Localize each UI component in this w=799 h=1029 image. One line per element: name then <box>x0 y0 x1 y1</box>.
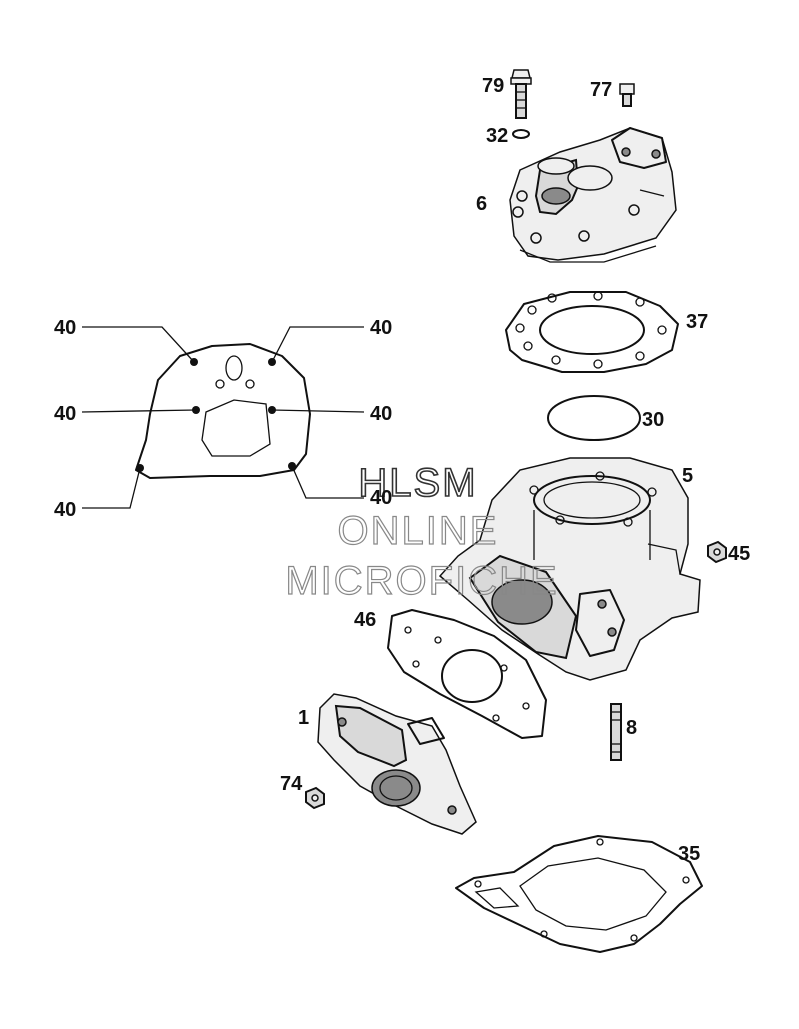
cylinder-5 <box>438 457 701 681</box>
gasket-46 <box>387 609 547 739</box>
callout-45: 45 <box>728 543 750 565</box>
bolt-79 <box>510 69 532 119</box>
nut-74 <box>305 786 325 810</box>
washer-32 <box>512 129 530 139</box>
callout-74: 74 <box>280 773 303 795</box>
callout-32: 32 <box>486 125 508 147</box>
callout-labels: 79 77 32 6 37 30 5 45 46 1 8 74 35 40 40… <box>54 75 750 865</box>
callout-37: 37 <box>686 311 708 333</box>
callout-6: 6 <box>476 193 487 215</box>
watermark-line-1: HLSM <box>358 461 477 505</box>
callout-8: 8 <box>626 717 637 739</box>
callout-30: 30 <box>642 409 664 431</box>
callout-77: 77 <box>590 79 612 101</box>
callout-40-bottom-left: 40 <box>54 499 76 521</box>
cylinder-head-6 <box>509 127 677 263</box>
callout-40-leaders <box>81 326 365 509</box>
head-gasket-37 <box>505 291 679 373</box>
callout-5: 5 <box>682 465 693 487</box>
callout-79: 79 <box>482 75 504 97</box>
callout-35: 35 <box>678 843 700 865</box>
callout-1: 1 <box>298 707 309 729</box>
nut-45 <box>707 540 727 564</box>
callout-40-top-left: 40 <box>54 317 76 339</box>
bolt-77 <box>619 83 635 107</box>
reed-housing-1 <box>317 693 477 835</box>
callout-46: 46 <box>354 609 376 631</box>
callout-40-mid-left: 40 <box>54 403 76 425</box>
watermark-line-3: MICROFICHE <box>285 559 558 603</box>
watermark-line-2: ONLINE <box>338 509 499 553</box>
base-gasket-35 <box>455 835 703 953</box>
watermark: HLSM ONLINE MICROFICHE <box>285 460 558 603</box>
o-ring-30 <box>547 395 641 441</box>
callout-40-top-right: 40 <box>370 317 392 339</box>
callout-40-mid-right: 40 <box>370 403 392 425</box>
callout-40-bottom-right: 40 <box>370 487 392 509</box>
stud-8 <box>610 703 622 761</box>
